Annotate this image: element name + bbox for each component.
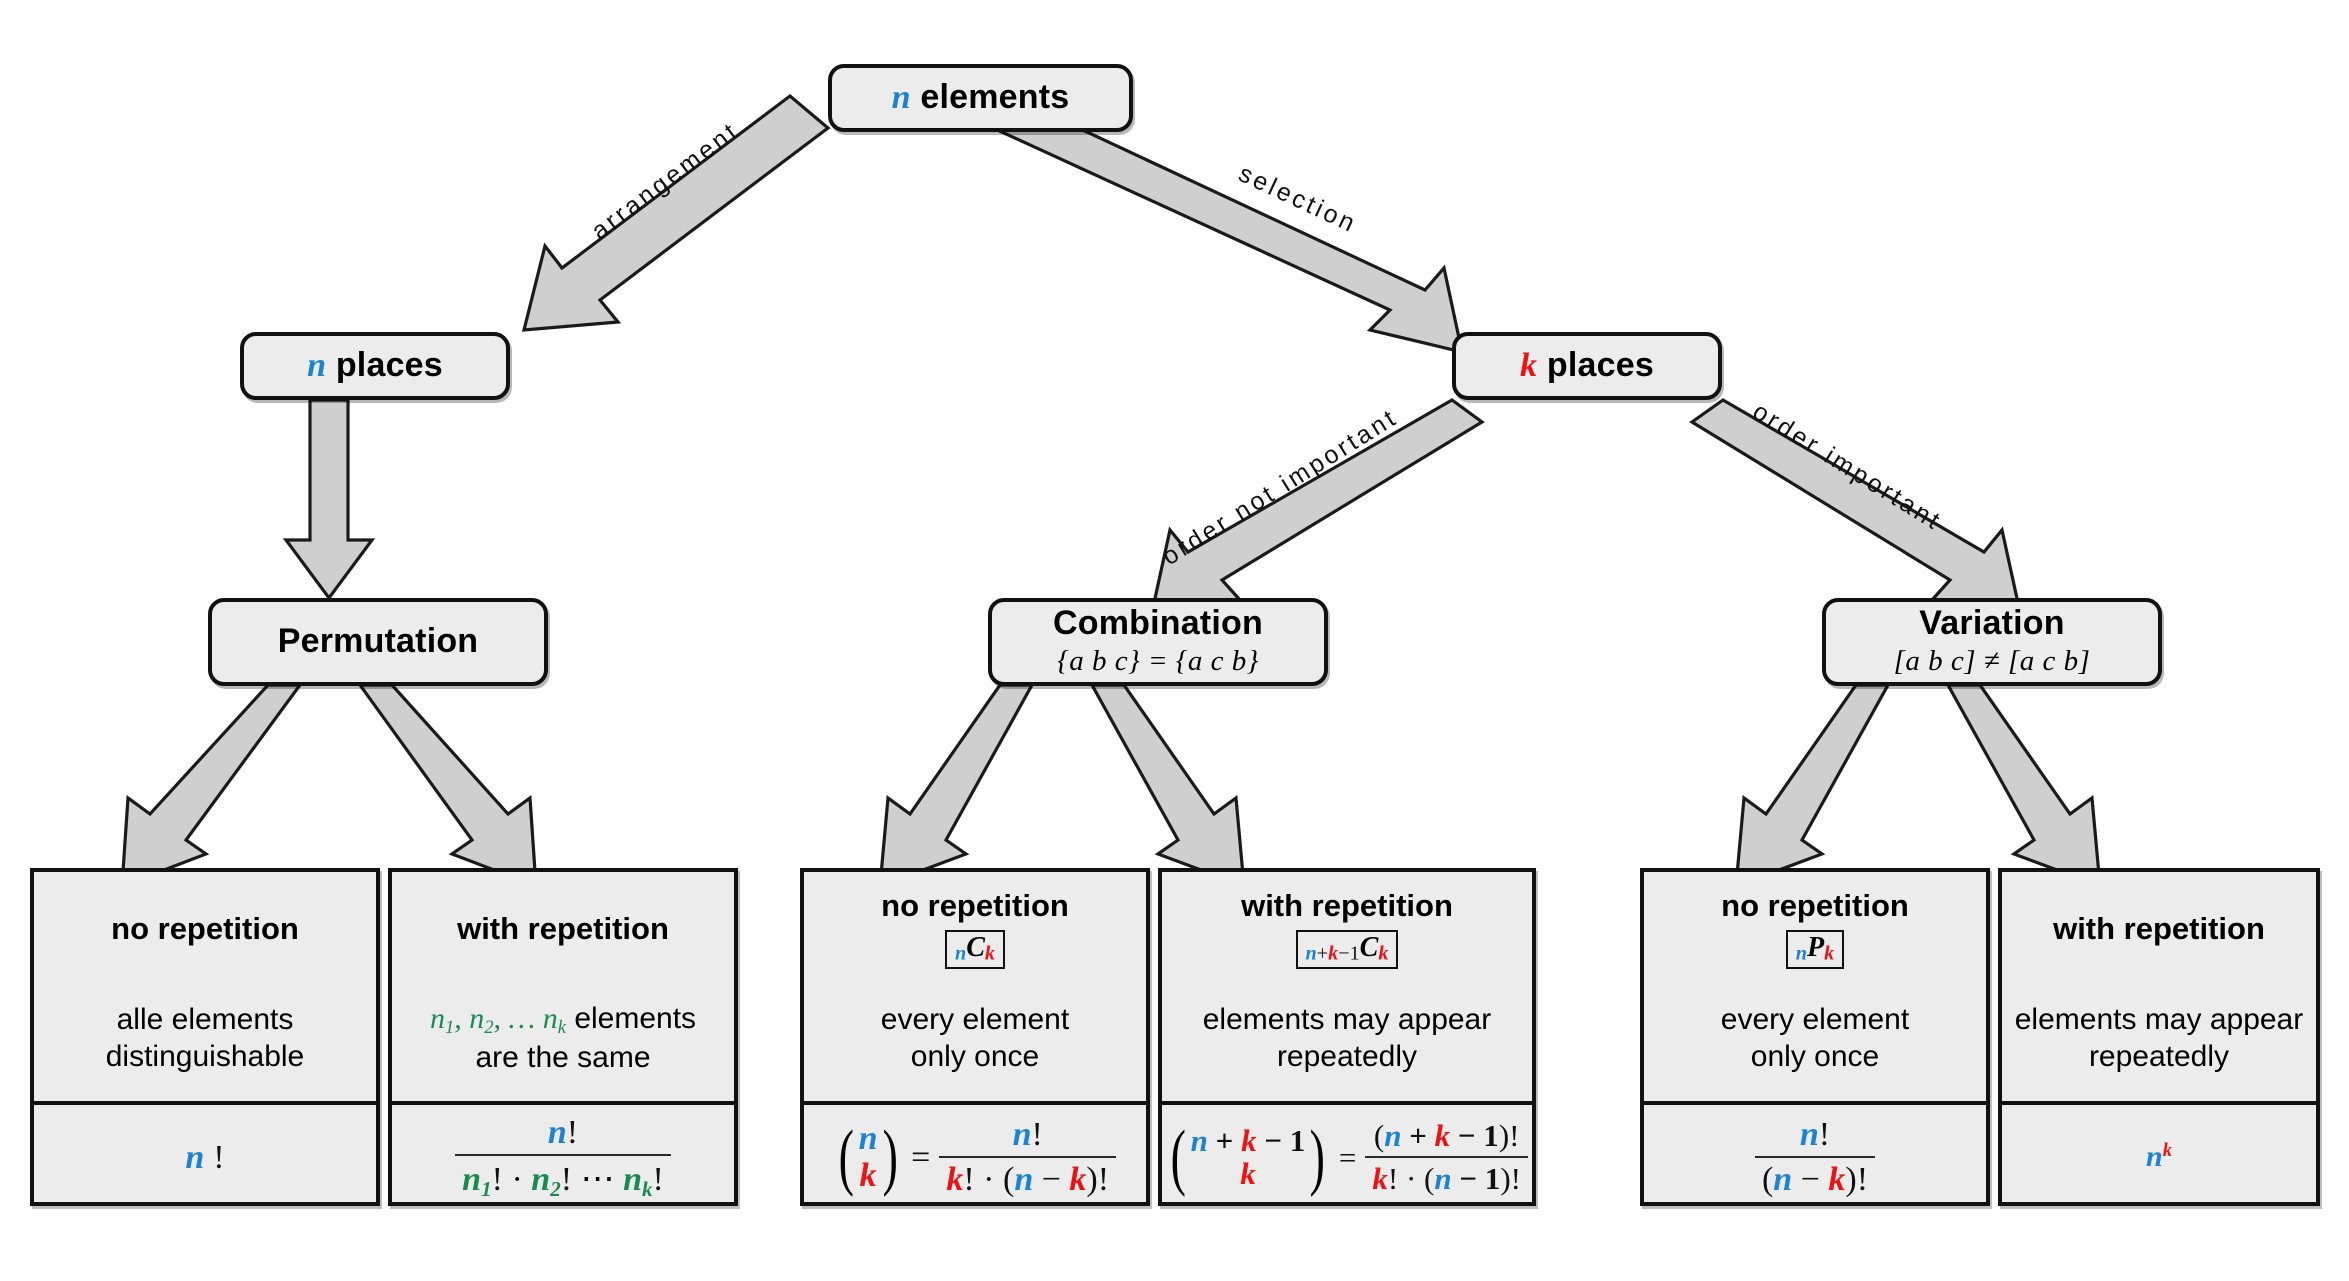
cell-description: every element only once [1644,977,1986,1105]
notation-badge-nPk: nPk [1785,930,1845,969]
cell-desc-line1: every element [1720,1003,1910,1037]
cell-formula: nk [2002,1105,2316,1210]
node-variation-subtitle: [a b c] ≠ [a c b] [1893,644,2091,677]
cell-header: with repetition n+k−1Ck [1162,872,1532,977]
cell-desc-line1: n1, n2, … nk elements [429,1002,697,1039]
formula-n-factorial: n! [185,1138,225,1176]
cell-desc-line2: only once [1750,1040,1880,1073]
cell-header-text: no repetition [881,888,1069,924]
cell-header: with repetition [392,872,734,977]
cell-combination-with-repetition[interactable]: with repetition n+k−1Ck elements may app… [1158,868,1536,1206]
edge-label-order-important: order important [1747,397,1948,537]
node-k-places-text: places [1546,346,1654,385]
formula-permutation-nk: n! (n − k)! [1754,1116,1876,1199]
node-variation[interactable]: Variation [a b c] ≠ [a c b] [1822,598,2162,686]
cell-formula: ( n + k − 1 k ) = (n + k − 1)! k! · (n −… [1162,1105,1532,1210]
cell-header: no repetition nCk [804,872,1146,977]
cell-header-text: with repetition [2053,910,2265,946]
variable-n: n [307,347,327,385]
arrow-permutation-to-no-repetition [120,683,304,889]
node-variation-title: Variation [1919,604,2065,643]
cell-formula: n! (n − k)! [1644,1105,1986,1210]
arrow-combination-to-no-repetition [878,683,1035,889]
node-combination-subtitle: {a b c} = {a c b} [1057,644,1259,677]
edge-label-order-not-important: order not important [1157,403,1403,571]
cell-variation-with-repetition[interactable]: with repetition elements may appear repe… [1998,868,2320,1206]
formula-multiset-combination: ( n + k − 1 k ) = (n + k − 1)! k! · (n −… [1166,1118,1528,1197]
cell-description: alle elements distinguishable [34,977,376,1105]
arrow-permutation-to-with-repetition [356,683,538,889]
arrow-k-places-to-combination [1149,398,1485,614]
cell-header: no repetition nPk [1644,872,1986,977]
node-k-places[interactable]: k places [1452,332,1722,400]
arrow-root-to-n-places [521,93,831,332]
node-permutation[interactable]: Permutation [208,598,548,686]
arrow-k-places-to-variation [1689,398,2023,614]
arrow-combination-to-with-repetition [1089,683,1246,889]
formula-multiset-permutation: n! n1! · n2! ⋯ nk! [455,1114,671,1202]
node-n-elements[interactable]: n elements [828,64,1133,132]
cell-desc-line1: elements may appear [1202,1003,1492,1037]
cell-desc-line2: are the same [475,1041,651,1075]
cell-variation-no-repetition[interactable]: no repetition nPk every element only onc… [1640,868,1990,1206]
cell-header-text: no repetition [1721,888,1909,924]
cell-desc-line1: alle elements [116,1003,294,1037]
node-n-elements-text: elements [920,78,1070,117]
notation-badge-n-plus-k-minus-1-C-k: n+k−1Ck [1295,930,1399,969]
cell-desc-line2: only once [910,1040,1040,1073]
arrow-variation-to-no-repetition [1734,683,1891,889]
cell-description: elements may appear repeatedly [1162,977,1532,1105]
variable-n: n [891,79,911,117]
node-n-places-text: places [335,346,443,385]
edge-label-arrangement: arrangement [586,116,745,246]
node-n-elements-label: n elements [891,78,1070,117]
cell-combination-no-repetition[interactable]: no repetition nCk every element only onc… [800,868,1150,1206]
cell-header: no repetition [34,872,376,977]
cell-header-text: with repetition [1241,888,1453,924]
cell-description: elements may appear repeatedly [2002,977,2316,1105]
cell-header-text: no repetition [111,910,299,946]
cell-header: with repetition [2002,872,2316,977]
cell-description: every element only once [804,977,1146,1105]
arrow-n-places-to-permutation [282,398,376,601]
cell-desc-line1: every element [880,1003,1070,1037]
arrow-root-to-k-places [990,93,1465,355]
cell-description: n1, n2, … nk elements are the same [392,977,734,1105]
formula-n-to-the-k: nk [2146,1140,2172,1174]
variable-k: k [1520,347,1538,385]
node-n-places[interactable]: n places [240,332,510,400]
node-combination-title: Combination [1053,604,1263,643]
cell-desc-line2: repeatedly [1276,1040,1418,1073]
arrow-variation-to-with-repetition [1945,683,2102,889]
node-k-places-label: k places [1520,346,1654,385]
cell-permutation-no-repetition[interactable]: no repetition alle elements distinguisha… [30,868,380,1206]
notation-badge-nCk: nCk [945,930,1005,969]
edge-label-selection: selection [1234,159,1362,239]
cell-desc-line1: elements may appear [2014,1003,2304,1037]
node-n-places-label: n places [307,346,443,385]
cell-desc-line2: repeatedly [2088,1040,2230,1073]
cell-desc-line2: distinguishable [105,1040,305,1073]
cell-formula: n! [34,1105,376,1210]
cell-permutation-with-repetition[interactable]: with repetition n1, n2, … nk elements ar… [388,868,738,1206]
node-combination[interactable]: Combination {a b c} = {a c b} [988,598,1328,686]
cell-header-text: with repetition [457,910,669,946]
cell-formula: n! n1! · n2! ⋯ nk! [392,1105,734,1210]
node-permutation-title: Permutation [277,622,479,661]
